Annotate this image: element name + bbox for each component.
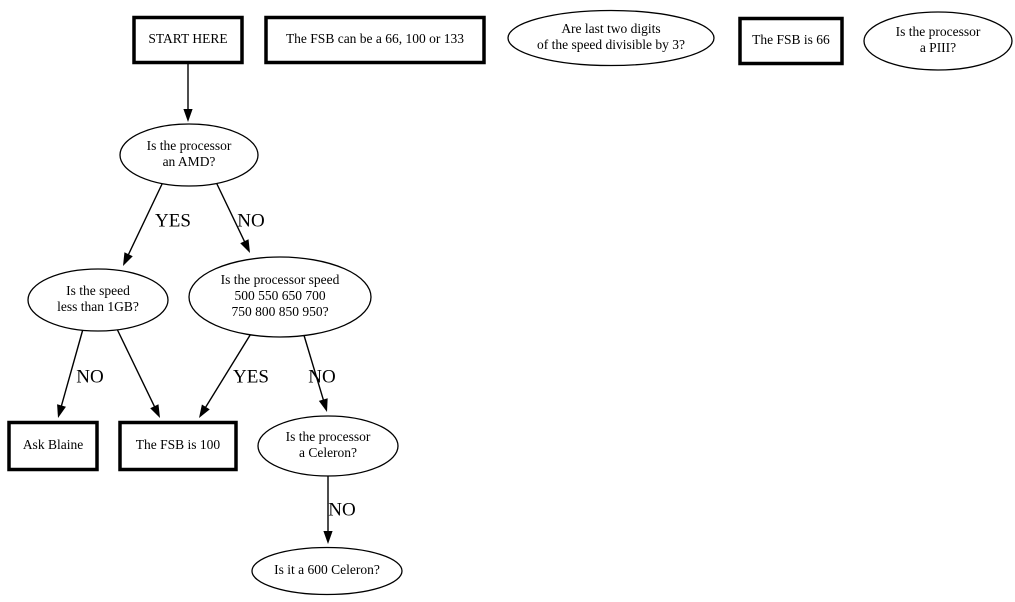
node-ask-blaine[interactable]: Ask Blaine [7, 420, 99, 472]
node-layer: START HERE The FSB can be a 66, 100 or 13… [7, 9, 1013, 596]
node-label-line: 750 800 850 950? [231, 304, 328, 319]
edge-line [60, 328, 84, 408]
edge-label: NO [237, 210, 264, 231]
node-label-line: 500 550 650 700 [234, 288, 325, 303]
edge-label: NO [308, 366, 335, 387]
edge-amd-no-to-processor-speed: NO [215, 181, 265, 253]
node-label-line: of the speed divisible by 3? [537, 37, 685, 52]
node-shape-box [7, 420, 99, 472]
node-shape-box [132, 15, 244, 65]
node-label-line: Ask Blaine [23, 437, 83, 452]
edge-label: YES [155, 210, 191, 231]
node-label-line: The FSB is 100 [136, 437, 221, 452]
node-shape-ellipse [507, 9, 715, 67]
arrowhead-icon [150, 404, 160, 418]
node-shape-ellipse [188, 256, 372, 338]
edge-label: YES [233, 366, 269, 387]
node-shape-ellipse [251, 546, 403, 596]
arrowhead-icon [57, 404, 66, 418]
edge-celeron-no-to-600-celeron: NO [323, 476, 356, 544]
arrowhead-icon [183, 109, 193, 122]
edge-line [127, 181, 164, 257]
node-shape-ellipse [863, 11, 1013, 71]
node-label-line: less than 1GB? [57, 299, 139, 314]
arrowhead-icon [123, 252, 133, 266]
node-label-line: The FSB can be a 66, 100 or 133 [286, 31, 464, 46]
node-label-line: Is the speed [66, 283, 130, 298]
node-shape-ellipse [119, 123, 259, 187]
node-label-line: an AMD? [163, 154, 216, 169]
node-label-line: Is it a 600 Celeron? [274, 562, 380, 577]
node-fsb-is-100[interactable]: The FSB is 100 [118, 420, 238, 472]
edge-label: NO [76, 366, 103, 387]
edge-start-to-amd [183, 63, 193, 122]
edge-processor-speed-no-to-celeron: NO [302, 331, 336, 412]
node-shape-box [738, 16, 844, 66]
arrowhead-icon [199, 404, 210, 418]
node-start-here[interactable]: START HERE [132, 15, 244, 65]
edge-line [302, 331, 325, 402]
node-label-line: a Celeron? [299, 445, 357, 460]
node-label-line: Is the processor speed [221, 272, 340, 287]
node-label-line: The FSB is 66 [752, 32, 830, 47]
node-label-line: Are last two digits [561, 21, 660, 36]
node-is-600-celeron[interactable]: Is it a 600 Celeron? [251, 546, 403, 596]
edge-amd-yes-to-speed-less-1gb: YES [123, 181, 191, 266]
edge-label: NO [328, 499, 355, 520]
node-shape-box [264, 15, 486, 65]
edge-line [215, 181, 246, 244]
edge-speed-less-1gb-to-fsb-100 [116, 328, 160, 418]
node-shape-ellipse [257, 415, 399, 477]
node-label-line: START HERE [148, 31, 227, 46]
edge-line [204, 331, 253, 410]
node-shape-box [118, 420, 238, 472]
arrowhead-icon [318, 398, 328, 412]
node-label-line: Is the processor [286, 429, 371, 444]
node-fsb-is-66[interactable]: The FSB is 66 [738, 16, 844, 66]
edge-layer: YES NO NO YES NO NO [57, 63, 356, 544]
node-label-line: Is the processor [147, 138, 232, 153]
arrowhead-icon [323, 531, 333, 544]
node-shape-ellipse [27, 268, 169, 332]
node-label-line: Is the processor [896, 24, 981, 39]
edge-line [116, 328, 156, 409]
node-fsb-can-be[interactable]: The FSB can be a 66, 100 or 133 [264, 15, 486, 65]
arrowhead-icon [240, 239, 250, 253]
node-label-line: a PIII? [920, 40, 956, 55]
edge-speed-less-1gb-no-to-ask-blaine: NO [57, 328, 104, 418]
edge-processor-speed-yes-to-fsb-100: YES [199, 331, 269, 418]
